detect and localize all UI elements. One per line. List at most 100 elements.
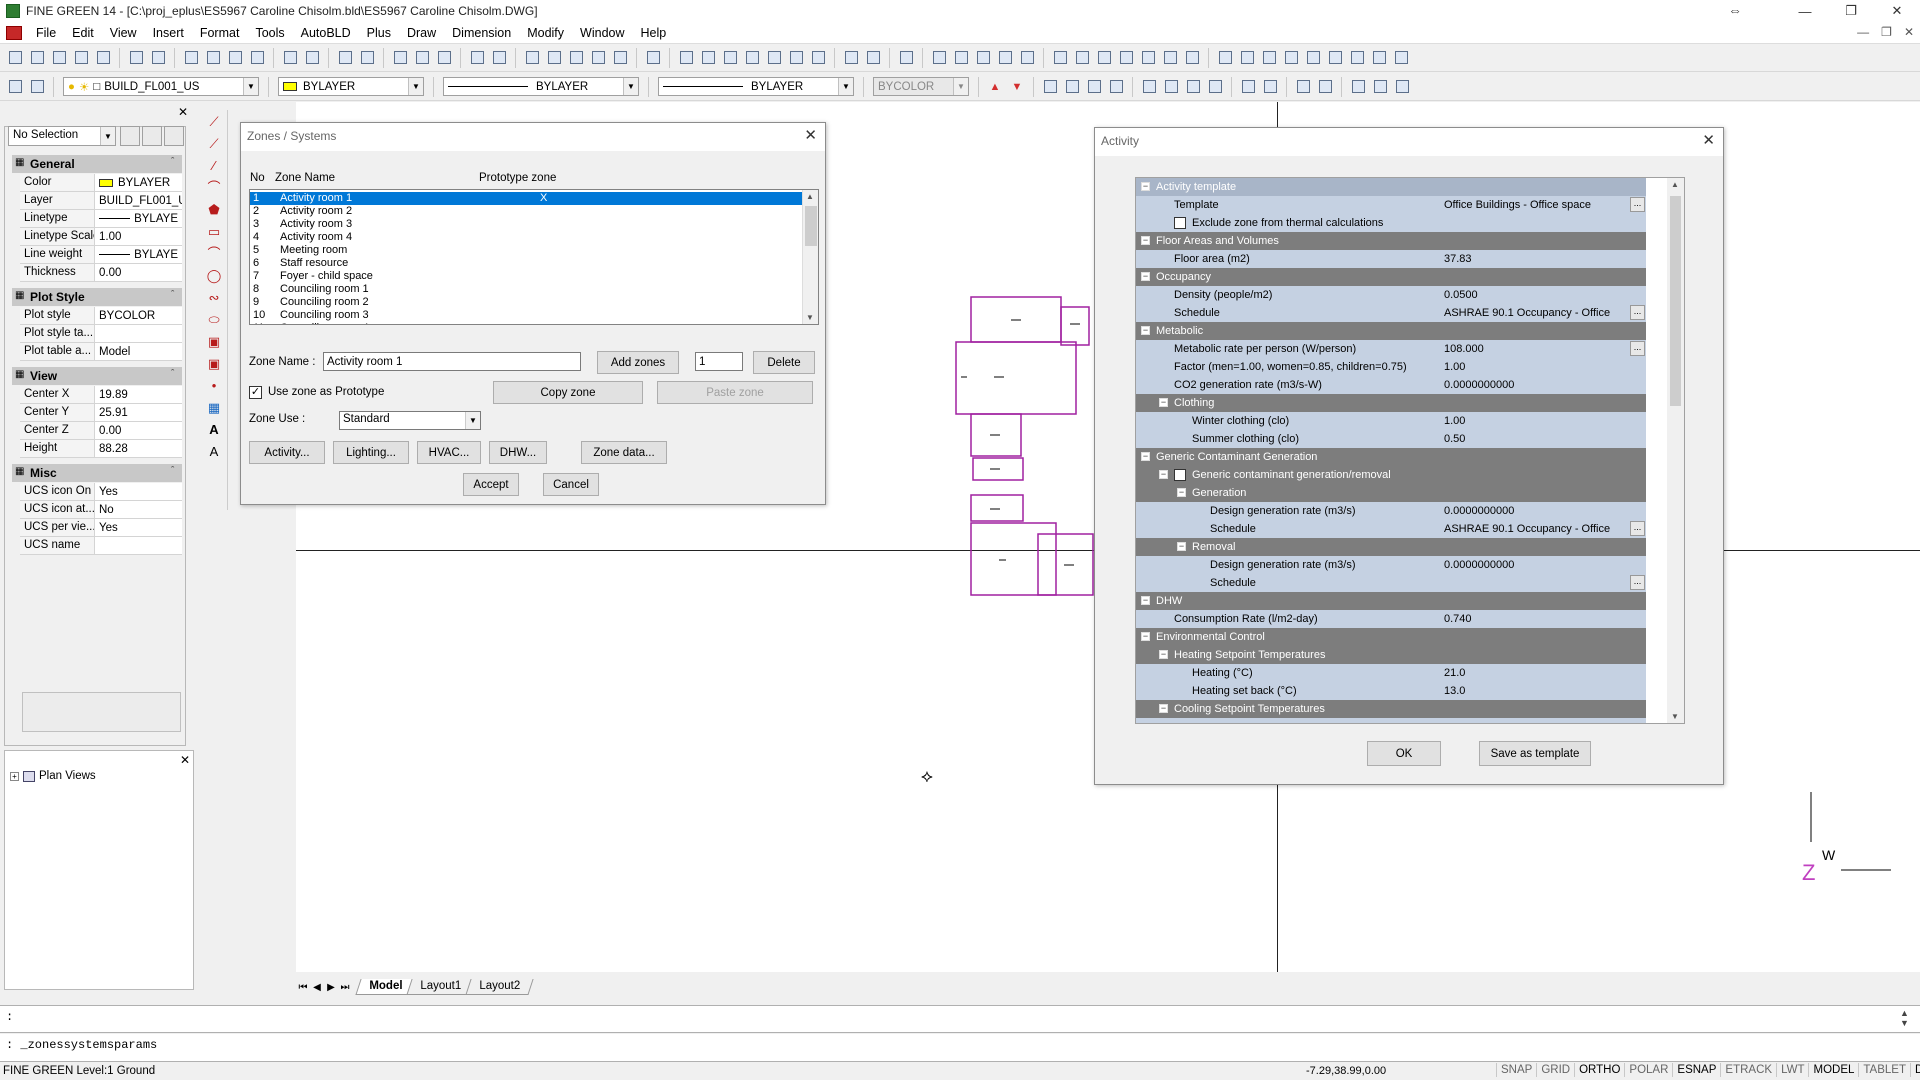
activity-category-row[interactable]: −Environmental Control [1136, 628, 1646, 646]
collapse-icon[interactable]: − [1141, 181, 1150, 191]
collapse-icon[interactable]: − [1141, 235, 1150, 245]
activity-property-row[interactable]: Factor (men=1.00, women=0.85, children=0… [1136, 358, 1646, 376]
hatch-icon[interactable] [1041, 78, 1059, 96]
zone-row[interactable]: 11Counciling room 4 [250, 322, 804, 324]
zone-data-button[interactable]: Zone data... [581, 441, 667, 464]
layer-combo[interactable]: ● ☀ □ BUILD_FL001_US ▼ [63, 77, 259, 96]
status-lwt[interactable]: LWT [1776, 1063, 1808, 1077]
mtext-tool-icon[interactable]: A [209, 444, 219, 459]
mdi-minimize-icon[interactable]: — [1857, 25, 1870, 39]
close-icon[interactable]: ✕ [1702, 132, 1715, 149]
paste-icon[interactable] [226, 49, 244, 67]
prop-row-ucs-icon-at-origin[interactable]: UCS icon at...No [20, 501, 182, 519]
view-3d-icon[interactable] [974, 49, 992, 67]
activity-category-row[interactable]: −Activity template [1136, 178, 1646, 196]
mdi-restore-icon[interactable]: ❐ [1881, 25, 1892, 39]
activity-property-row[interactable]: Winter clothing (clo)1.00 [1136, 412, 1646, 430]
tab-layout2[interactable]: Layout2 [465, 979, 534, 995]
plan-views-tree-item[interactable]: + Plan Views [10, 770, 96, 782]
open-bld-icon[interactable] [28, 49, 46, 67]
select-objects-icon[interactable] [142, 126, 162, 146]
accept-button[interactable]: Accept [463, 473, 519, 496]
arc-tool-icon[interactable]: ⌒ [207, 180, 221, 195]
open-folder-icon[interactable] [72, 49, 90, 67]
activity-category-row[interactable]: −Cooling Setpoint Temperatures [1136, 700, 1646, 718]
column-icon[interactable] [1282, 49, 1300, 67]
zone-name-input[interactable] [323, 352, 581, 371]
wall-icon[interactable] [1117, 49, 1135, 67]
activity-property-row[interactable]: Heating set back (°C)13.0 [1136, 682, 1646, 700]
line-icon[interactable]: ⟋ [209, 114, 219, 129]
activity-category-row[interactable]: −Generic contaminant generation/removal [1136, 466, 1646, 484]
collapse-icon[interactable]: − [1141, 631, 1150, 641]
menu-insert[interactable]: Insert [152, 25, 184, 40]
section-view[interactable]: ▦ View ˆ [12, 367, 182, 385]
save-as-template-button[interactable]: Save as template [1479, 741, 1591, 766]
named-views-icon[interactable] [490, 49, 508, 67]
activity-property-row[interactable]: Floor area (m2)37.83 [1136, 250, 1646, 268]
use-prototype-checkbox[interactable]: ✓ [249, 386, 262, 399]
zoom-in-icon[interactable] [589, 49, 607, 67]
new-bld-icon[interactable] [6, 49, 24, 67]
elevation-icon[interactable] [1261, 78, 1279, 96]
add-zones-button[interactable]: Add zones [597, 351, 679, 374]
prev-tab-icon[interactable]: ◀ [313, 981, 321, 993]
shade-icon[interactable] [1018, 49, 1036, 67]
activity-category-row[interactable]: −DHW [1136, 592, 1646, 610]
dhw-button[interactable]: DHW... [489, 441, 547, 464]
zones-list-scrollbar[interactable]: ▲ ▼ [802, 190, 818, 324]
results-icon[interactable] [1316, 78, 1334, 96]
text-icon[interactable] [1304, 49, 1322, 67]
scroll-down-icon[interactable]: ▼ [1671, 712, 1679, 721]
polyline-icon[interactable]: ⟋ [209, 136, 219, 151]
copy-icon[interactable] [204, 49, 222, 67]
analysis-icon[interactable] [1294, 78, 1312, 96]
status-snap[interactable]: SNAP [1496, 1063, 1536, 1077]
collapse-icon[interactable]: − [1141, 271, 1150, 281]
tab-layout1[interactable]: Layout1 [406, 979, 475, 995]
color-combo[interactable]: BYLAYER ▼ [278, 77, 424, 96]
collapse-icon[interactable]: − [1141, 325, 1150, 335]
chevron-down-icon[interactable]: ▼ [465, 412, 480, 429]
activity-checkbox[interactable] [1174, 217, 1186, 229]
block-icon[interactable] [864, 49, 882, 67]
make-block-icon[interactable]: ▣ [207, 356, 221, 371]
scroll-down-icon[interactable]: ▼ [806, 313, 814, 322]
activity-category-row[interactable]: −Generation [1136, 484, 1646, 502]
scroll-thumb[interactable] [805, 206, 817, 246]
arc-icon[interactable]: ⌒ [207, 246, 221, 261]
close-icon[interactable]: ✕ [804, 127, 817, 144]
circle-icon[interactable]: ◯ [206, 268, 222, 283]
collapse-icon[interactable]: − [1159, 703, 1168, 713]
floor-icon[interactable] [1238, 49, 1256, 67]
hatch-edit-icon[interactable] [1063, 78, 1081, 96]
prop-row-ucs-name[interactable]: UCS name [20, 537, 182, 555]
add-count-input[interactable] [695, 352, 743, 371]
section-misc[interactable]: ▦ Misc ˆ [12, 464, 182, 482]
angle-icon[interactable] [413, 49, 431, 67]
document-icon[interactable] [6, 25, 22, 40]
window-tool-icon[interactable] [1206, 78, 1224, 96]
slash-icon[interactable] [1392, 49, 1410, 67]
activity-category-row[interactable]: −Heating Setpoint Temperatures [1136, 646, 1646, 664]
activity-category-row[interactable]: −Generic Contaminant Generation [1136, 448, 1646, 466]
bag-icon[interactable] [1393, 78, 1411, 96]
collapse-icon[interactable]: ˆ [171, 465, 174, 475]
activity-button[interactable]: Activity... [249, 441, 325, 464]
close-icon[interactable]: ✕ [178, 105, 189, 119]
pickadd-icon[interactable] [164, 126, 184, 146]
light-bulb-icon[interactable] [1161, 49, 1179, 67]
